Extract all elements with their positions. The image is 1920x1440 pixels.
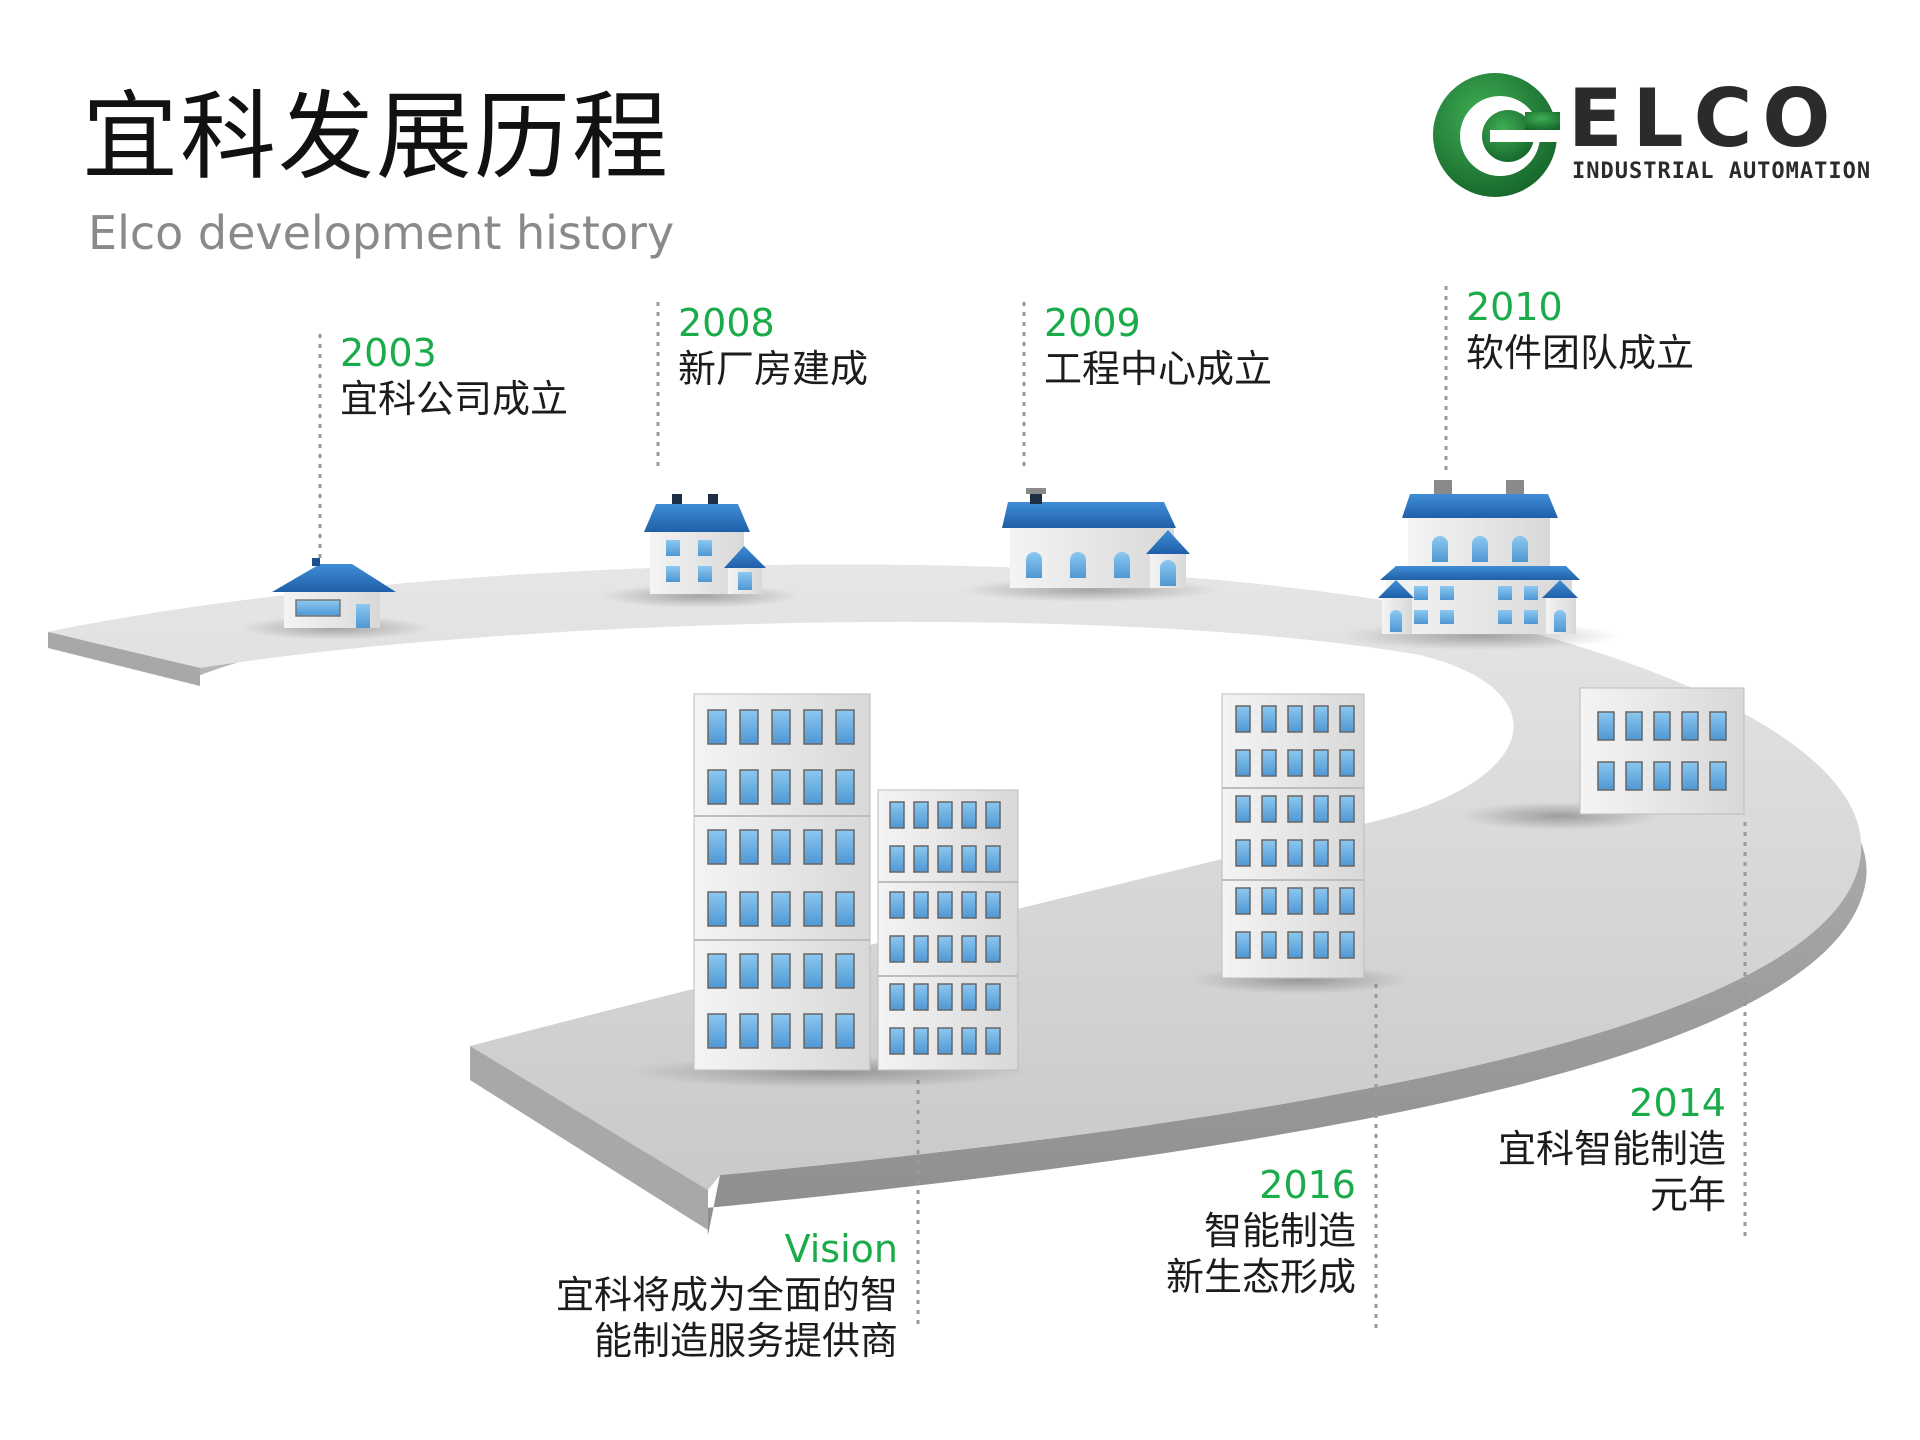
building-2016 [1190, 693, 1410, 994]
building-2009 [960, 488, 1220, 602]
milestone-2003: 2003 宜科公司成立 [340, 330, 568, 422]
milestone-desc: 软件团队成立 [1466, 331, 1695, 375]
milestone-year: 2010 [1466, 285, 1563, 329]
milestone-desc: 能制造服务提供商 [593, 1319, 898, 1363]
milestone-year: Vision [784, 1227, 898, 1271]
road-start-cap [48, 632, 200, 686]
milestone-year: 2014 [1629, 1081, 1726, 1125]
building-vision [630, 693, 1030, 1088]
milestone-year: 2016 [1259, 1163, 1356, 1207]
milestone-desc: 工程中心成立 [1044, 347, 1273, 391]
milestone-2008: 2008 新厂房建成 [678, 300, 868, 392]
building-2010 [1340, 480, 1620, 650]
milestone-year: 2008 [678, 301, 775, 345]
road-end-cap [470, 1046, 708, 1230]
building-2014 [1460, 687, 1745, 830]
milestone-desc: 宜科公司成立 [340, 377, 569, 421]
milestone-desc: 宜科将成为全面的智 [555, 1273, 898, 1317]
logo-tagline: INDUSTRIAL AUTOMATION [1572, 159, 1872, 184]
milestone-desc: 新厂房建成 [678, 347, 869, 391]
building-2008 [600, 494, 800, 608]
milestone-year: 2003 [340, 331, 437, 375]
milestone-desc: 新生态形成 [1165, 1255, 1356, 1299]
milestone-2016: 2016 智能制造 新生态形成 [1166, 1162, 1356, 1300]
milestone-2009: 2009 工程中心成立 [1044, 300, 1272, 392]
milestone-desc: 元年 [1649, 1173, 1726, 1217]
elco-logo-mark-icon [1433, 73, 1560, 197]
road-surface [48, 564, 1862, 1190]
milestone-desc: 宜科智能制造 [1497, 1127, 1726, 1171]
milestone-year: 2009 [1044, 301, 1141, 345]
elco-logo: ELCO INDUSTRIAL AUTOMATION [1430, 64, 1870, 214]
milestone-vision: Vision 宜科将成为全面的智 能制造服务提供商 [556, 1226, 898, 1364]
milestone-2010: 2010 软件团队成立 [1466, 284, 1694, 376]
building-2003 [240, 558, 430, 640]
logo-wordmark: ELCO [1568, 72, 1841, 165]
page-title: 宜科发展历程 [82, 81, 670, 193]
milestone-desc: 智能制造 [1203, 1209, 1356, 1253]
milestone-2014: 2014 宜科智能制造 元年 [1498, 1080, 1726, 1218]
page-subtitle: Elco development history [88, 206, 675, 260]
leader-lines [318, 286, 1747, 1330]
